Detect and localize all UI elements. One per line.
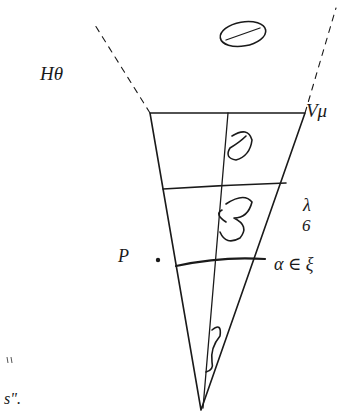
theta-ellipse [218,18,267,50]
sketch-label: α ∈ ξ [274,255,313,275]
stray-mark [7,357,12,363]
point-dot [156,258,160,262]
theta-stroke [226,28,260,40]
sketch-label: 6 [302,217,311,236]
squiggle [206,327,220,372]
band-line [176,258,265,266]
axis-line [203,113,228,408]
sketch-label: Vμ [306,101,327,122]
squiggle [228,132,252,160]
sketch-label: P [118,247,129,267]
sketch-label: s". [4,390,21,408]
band-line [163,183,286,189]
dashed-ray [305,8,336,113]
sketch-label: Hθ [40,64,63,85]
squiggle [219,210,226,222]
squiggle [220,197,252,240]
sketch-label: λ [303,196,311,216]
dashed-ray [95,25,150,113]
